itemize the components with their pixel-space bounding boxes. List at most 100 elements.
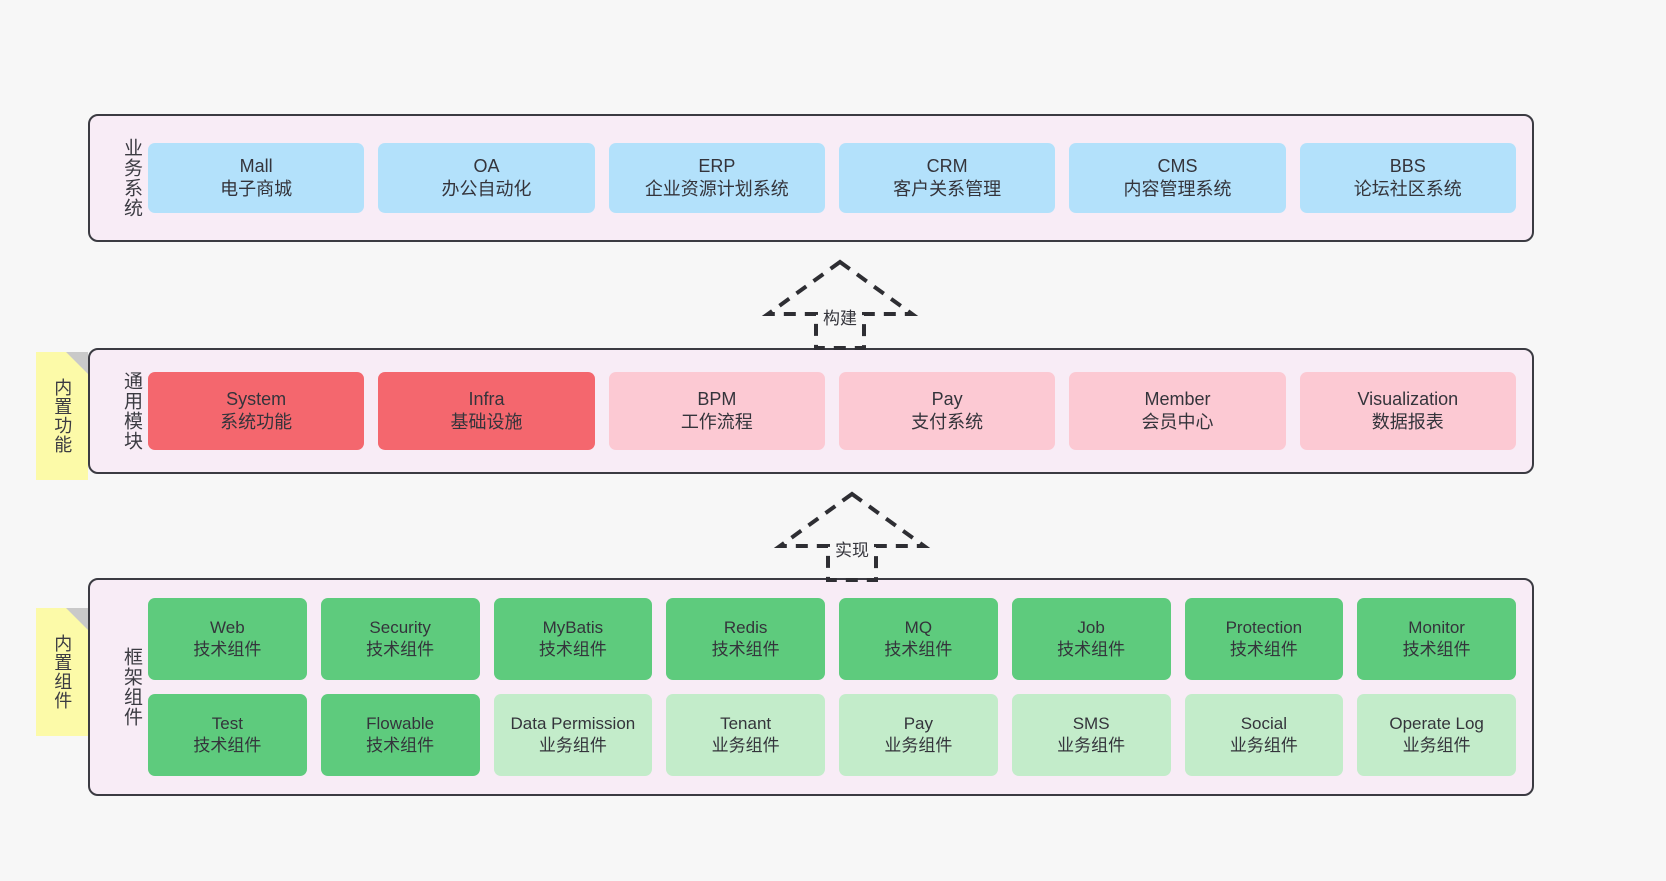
card-title: Data Permission	[510, 714, 636, 734]
card-framework-data-permission[interactable]: Data Permission 业务组件	[493, 694, 653, 776]
connector-build-arrow: 构建	[760, 258, 920, 350]
card-title: Protection	[1225, 618, 1303, 638]
card-subtitle: 业务组件	[1057, 736, 1126, 755]
card-subtitle: 技术组件	[366, 736, 435, 755]
card-business-oa[interactable]: OA 办公自动化	[378, 143, 595, 213]
card-title: Job	[1077, 618, 1105, 638]
card-title: Web	[210, 618, 245, 638]
card-subtitle: 内容管理系统	[1123, 179, 1232, 199]
card-business-mall[interactable]: Mall 电子商城	[148, 143, 365, 213]
sticky-note-builtin-components: 内置组件	[36, 608, 88, 736]
card-title: ERP	[698, 155, 736, 176]
card-subtitle: 技术组件	[193, 640, 262, 659]
card-framework-pay[interactable]: Pay 业务组件	[839, 694, 998, 776]
card-title: Pay	[903, 714, 934, 734]
card-subtitle: 支付系统	[911, 412, 984, 432]
card-framework-job[interactable]: Job 技术组件	[1011, 598, 1171, 680]
card-subtitle: 技术组件	[1402, 640, 1471, 659]
sticky-note-builtin-features: 内置功能	[36, 352, 88, 480]
card-title: Infra	[468, 388, 505, 409]
card-title: Test	[211, 714, 243, 734]
card-title: System	[226, 388, 287, 409]
card-subtitle: 业务组件	[1402, 736, 1471, 755]
card-module-member[interactable]: Member 会员中心	[1069, 372, 1286, 450]
card-framework-sms[interactable]: SMS 业务组件	[1011, 694, 1171, 776]
card-title: Visualization	[1357, 388, 1459, 409]
card-title: Monitor	[1408, 618, 1465, 638]
card-module-bpm[interactable]: BPM 工作流程	[608, 372, 825, 450]
card-title: SMS	[1072, 714, 1110, 734]
card-subtitle: 数据报表	[1371, 412, 1444, 432]
card-subtitle: 工作流程	[680, 412, 753, 432]
card-module-infra[interactable]: Infra 基础设施	[378, 372, 595, 450]
card-framework-mq[interactable]: MQ 技术组件	[839, 598, 998, 680]
card-framework-flowable[interactable]: Flowable 技术组件	[320, 694, 480, 776]
card-title: MQ	[904, 618, 933, 638]
card-title: Mall	[239, 155, 273, 176]
card-module-pay[interactable]: Pay 支付系统	[838, 372, 1056, 450]
card-title: Tenant	[720, 714, 772, 734]
card-framework-redis[interactable]: Redis 技术组件	[666, 598, 825, 680]
card-title: OA	[473, 155, 500, 176]
connector-implement-arrow: 实现	[772, 490, 932, 582]
card-business-crm[interactable]: CRM 客户关系管理	[838, 143, 1056, 213]
card-subtitle: 系统功能	[220, 412, 293, 432]
card-title: BBS	[1389, 155, 1426, 176]
card-subtitle: 技术组件	[1057, 640, 1126, 659]
card-title: Redis	[723, 618, 768, 638]
sticky-note-builtin-components-text: 内置组件	[52, 634, 73, 710]
card-title: Pay	[931, 388, 963, 409]
layer-common-modules: 通用模块 System 系统功能 Infra 基础设施 BPM 工作流程 Pay 支付系统 Me…	[88, 348, 1534, 474]
card-subtitle: 业务组件	[711, 736, 780, 755]
card-title: Security	[369, 618, 431, 638]
card-subtitle: 办公自动化	[441, 179, 532, 199]
card-module-visualization[interactable]: Visualization 数据报表	[1299, 372, 1516, 450]
card-subtitle: 基础设施	[450, 412, 523, 432]
sticky-note-builtin-features-text: 内置功能	[52, 378, 73, 454]
card-title: Social	[1240, 714, 1288, 734]
card-title: BPM	[697, 388, 737, 409]
card-title: CRM	[926, 155, 968, 176]
card-framework-tenant[interactable]: Tenant 业务组件	[666, 694, 825, 776]
module-cards-row: System 系统功能 Infra 基础设施 BPM 工作流程 Pay 支付系统 Member 会…	[142, 350, 1532, 472]
card-subtitle: 技术组件	[366, 640, 435, 659]
card-subtitle: 技术组件	[193, 736, 262, 755]
card-module-system[interactable]: System 系统功能	[148, 372, 365, 450]
layer-label-business: 业务系统	[121, 138, 142, 218]
card-subtitle: 会员中心	[1141, 412, 1214, 432]
card-subtitle: 电子商城	[220, 179, 293, 199]
card-subtitle: 业务组件	[884, 736, 953, 755]
card-subtitle: 技术组件	[711, 640, 780, 659]
card-business-bbs[interactable]: BBS 论坛社区系统	[1299, 143, 1516, 213]
card-framework-test[interactable]: Test 技术组件	[148, 694, 307, 776]
card-business-cms[interactable]: CMS 内容管理系统	[1069, 143, 1286, 213]
connector-implement-label: 实现	[835, 541, 869, 560]
layer-label-modules: 通用模块	[121, 371, 142, 451]
card-subtitle: 技术组件	[884, 640, 953, 659]
card-subtitle: 客户关系管理	[893, 179, 1002, 199]
card-title: CMS	[1157, 155, 1198, 176]
layer-label-framework: 框架组件	[121, 647, 142, 727]
card-framework-monitor[interactable]: Monitor 技术组件	[1357, 598, 1516, 680]
card-subtitle: 论坛社区系统	[1353, 179, 1462, 199]
card-framework-web[interactable]: Web 技术组件	[148, 598, 307, 680]
card-title: Member	[1144, 388, 1211, 409]
connector-build-label: 构建	[823, 309, 857, 328]
card-framework-operate-log[interactable]: Operate Log 业务组件	[1357, 694, 1516, 776]
card-title: Flowable	[366, 714, 435, 734]
card-title: Operate Log	[1389, 714, 1484, 734]
card-title: MyBatis	[542, 618, 604, 638]
card-subtitle: 业务组件	[538, 736, 607, 755]
card-framework-security[interactable]: Security 技术组件	[320, 598, 480, 680]
